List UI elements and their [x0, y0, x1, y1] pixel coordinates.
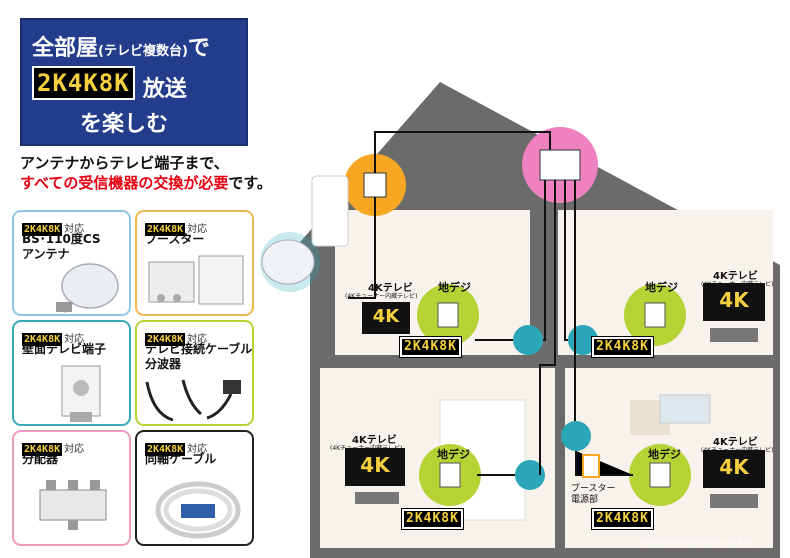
room-badge-1: 2K4K8K — [400, 335, 461, 357]
tv-screen-2 — [703, 283, 765, 321]
house-diagram — [260, 82, 780, 558]
uhf-antenna — [311, 175, 349, 247]
tv-screen-3 — [345, 448, 405, 486]
wall-picture — [659, 394, 711, 424]
tv-screen-4 — [703, 450, 765, 488]
splitter-4 — [649, 462, 671, 488]
wall-terminal-circle-4 — [561, 421, 591, 451]
intro-line1: アンテナからテレビ端子まで、 — [20, 154, 229, 172]
bs-antenna — [261, 239, 315, 285]
splitter-3 — [439, 462, 461, 488]
wall-outlet-icon — [61, 365, 101, 422]
room-badge-3: 2K4K8K — [402, 507, 463, 529]
tv-sub-3: (4Kチューナー内蔵テレビ) — [330, 445, 403, 452]
splitter-2 — [644, 302, 666, 328]
tv-title-2: 4Kテレビ — [713, 271, 758, 282]
tv-sub-4: (4Kチューナー内蔵テレビ) — [701, 447, 774, 454]
booster-box — [363, 172, 387, 198]
room-badge-2: 2K4K8K — [592, 335, 653, 357]
tv-screen-label-2: 4K — [719, 288, 749, 312]
wall-terminal-circle-1 — [513, 325, 543, 355]
booster-power-label: ブースター電源部 — [571, 484, 616, 505]
booster-unit-icon — [148, 255, 244, 305]
banner-line1: 全部屋(テレビ複数台)で — [32, 36, 210, 61]
tv-screen-label-4: 4K — [719, 455, 749, 479]
chideji-label-1: 地デジ — [438, 281, 471, 294]
distributor-icon — [39, 480, 107, 530]
satellite-dish-icon — [56, 263, 119, 313]
chideji-label-3: 地デジ — [437, 448, 470, 461]
tv-title-4: 4Kテレビ — [713, 437, 758, 448]
tv-title-3: 4Kテレビ — [352, 435, 397, 446]
booster-power-unit — [582, 454, 600, 478]
tv-screen-label-1: 4K — [372, 306, 400, 327]
wall-terminal-circle-3 — [515, 460, 545, 490]
tv-sub-2: (4Kチューナー内蔵テレビ) — [701, 281, 774, 288]
tv-sub-1: (4Kチューナー内蔵テレビ) — [345, 293, 418, 300]
banner-line3: を楽しむ — [80, 112, 169, 137]
tv-title-1: 4Kテレビ — [368, 283, 413, 294]
chideji-label-4: 地デジ — [648, 448, 681, 461]
cable-splitter-icon — [145, 379, 241, 422]
tv-screen-label-3: 4K — [360, 453, 390, 477]
splitter-1 — [437, 302, 459, 328]
tv-screen-1 — [362, 302, 410, 334]
room-badge-4: 2K4K8K — [592, 507, 653, 529]
banner-k-badge: 2K4K8K — [32, 66, 135, 100]
coax-cable-coil-icon — [155, 481, 241, 539]
distributor-box — [539, 149, 581, 181]
footnote: ※8K放送を視聴するには8K対応テレビが必要です。 — [640, 541, 757, 547]
intro-line2: すべての受信機器の交換が必要です。 — [20, 174, 272, 192]
chideji-label-2: 地デジ — [645, 281, 678, 294]
